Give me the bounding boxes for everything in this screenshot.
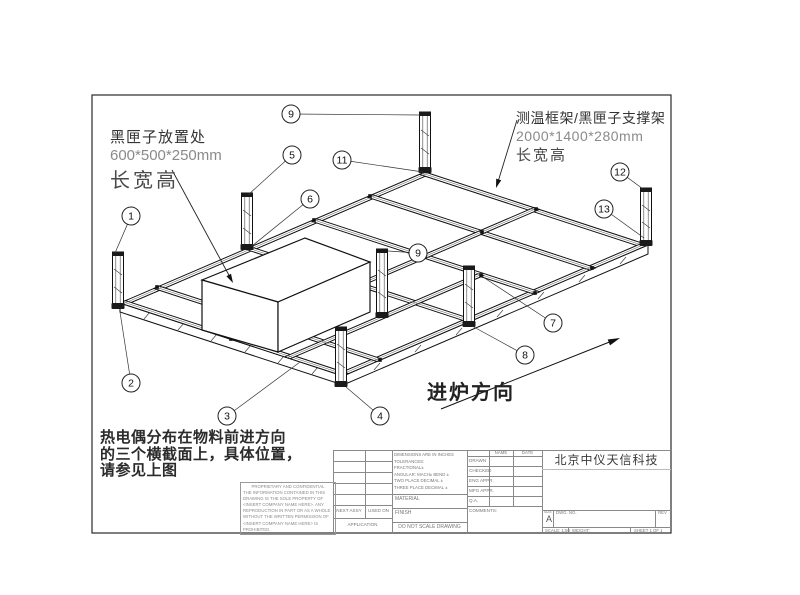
thermocouple-note-line3: 请参见上图 (100, 462, 178, 479)
balloon-12: 12 (610, 162, 630, 182)
checked-label: CHECKED (469, 468, 492, 473)
application-label: APPLICATION (347, 522, 378, 528)
rev-label: REV (658, 510, 667, 515)
balloon-2: 2 (121, 373, 141, 393)
black-box-label: 黑匣子放置处 (110, 129, 207, 146)
finish-label: FINISH (395, 510, 412, 516)
direction-label: 进炉方向 (427, 382, 515, 404)
balloon-1: 1 (121, 206, 141, 226)
black-box-annotation: 黑匣子放置处 600*500*250mm 长宽高 (110, 126, 222, 193)
post-front-middle (462, 265, 476, 327)
balloon-4: 4 (370, 406, 390, 426)
thermocouple-note-line1: 热电偶分布在物料前进方向 (100, 429, 287, 446)
balloon-9a: 9 (281, 104, 301, 124)
sheet-label: SHEET 1 OF 1 (634, 527, 663, 533)
balloon-11: 11 (332, 150, 352, 170)
eng-appr-label: ENG APPR. (469, 478, 494, 483)
scale-label: SCALE: 1:50 (545, 527, 570, 533)
post-middle (375, 248, 389, 318)
do-not-scale-label: DO NOT SCALE DRAWING (398, 524, 461, 530)
post-back (418, 111, 432, 173)
weight-label: WEIGHT: (572, 527, 590, 533)
name-header: NAME (494, 449, 508, 455)
support-posts (111, 111, 653, 387)
black-box-dimensions: 600*500*250mm (110, 147, 222, 164)
company-name: 北京中仪天信科技 (554, 452, 659, 467)
thermocouple-note-line2: 的三个横截面上，具体位置， (100, 445, 302, 463)
date-header: DATE (521, 449, 534, 455)
thermocouple-annotation: 热电偶分布在物料前进方向 的三个横截面上，具体位置， 请参见上图 (100, 429, 302, 480)
balloon-9b: 9 (408, 243, 428, 263)
drawn-label: DRAWN (469, 458, 487, 463)
post-back-left (240, 192, 254, 250)
frame-label: 测温框架/黑匣子支撑架 (516, 110, 666, 126)
material-label: MATERIAL (395, 496, 420, 502)
post-left (111, 251, 125, 309)
balloon-3: 3 (217, 406, 237, 426)
balloon-8: 8 (515, 345, 535, 365)
sheet-border (91, 94, 672, 534)
frame-dimensions: 2000*1400*280mm (516, 128, 644, 144)
size-label: SIZE (544, 510, 552, 514)
annotation-leaders (171, 119, 518, 283)
frame-annotation: 测温框架/黑匣子支撑架 2000*1400*280mm 长宽高 (516, 108, 665, 165)
proprietary-block: PROPRIETARY AND CONFIDENTIAL THE INFORMA… (240, 482, 336, 535)
used-on-label: USED ON (368, 508, 389, 514)
direction-arrow (440, 338, 620, 410)
balloon-5: 5 (282, 145, 302, 165)
balloon-7: 7 (543, 313, 563, 333)
mfg-appr-label: MFG APPR. (469, 488, 495, 493)
frame-lwh: 长宽高 (516, 147, 568, 164)
next-assy-label: NEXT ASSY (336, 508, 362, 514)
post-front-corner (334, 326, 348, 387)
post-right (639, 187, 653, 246)
comments-label: COMMENTS: (469, 508, 498, 513)
qa-label: Q.A. (469, 498, 479, 503)
balloon-leaders (114, 113, 645, 417)
balloon-6: 6 (300, 189, 320, 209)
dwg-no-label: DWG. NO. (556, 510, 577, 515)
hatch-ticks (143, 256, 627, 375)
black-box (200, 237, 372, 353)
size-value: A (546, 514, 553, 524)
balloon-13: 13 (594, 199, 614, 219)
black-box-lwh: 长宽高 (110, 170, 179, 192)
tolerance-block: DIMENSIONS ARE IN INCHES TOLERANCES: FRA… (394, 452, 454, 490)
